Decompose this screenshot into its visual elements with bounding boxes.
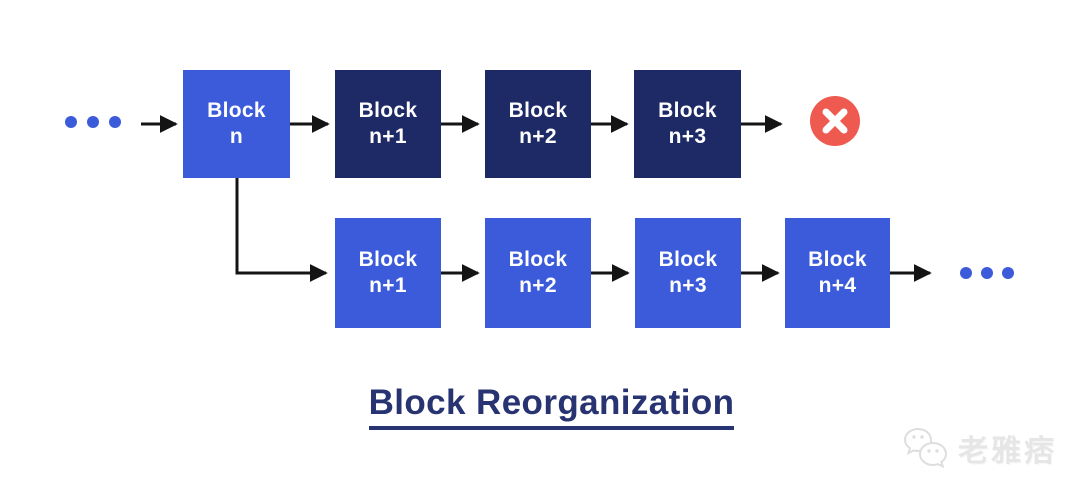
rejected-x-circle-icon <box>810 96 860 146</box>
block-label: n+2 <box>519 274 557 297</box>
top-block-n1: Block n+1 <box>335 70 441 178</box>
block-label: Block <box>658 98 717 122</box>
block-label: n+1 <box>369 274 407 297</box>
ellipsis-right-icon <box>960 267 1014 279</box>
top-block-n3: Block n+3 <box>634 70 741 178</box>
top-block-n: Block n <box>183 70 290 178</box>
ellipsis-left-icon <box>65 116 121 128</box>
bottom-block-n3: Block n+3 <box>635 218 741 328</box>
diagram-title-text: Block Reorganization <box>368 383 735 430</box>
block-label: Block <box>508 98 568 122</box>
top-block-n2: Block n+2 <box>485 70 591 178</box>
fork-branch-line <box>235 178 328 282</box>
watermark-text: 老雅痞 <box>958 434 1057 469</box>
block-label: Block <box>808 247 867 271</box>
block-label: n+2 <box>519 125 557 148</box>
diagram-title: Block Reorganization <box>0 383 1080 430</box>
block-label: Block <box>358 247 418 271</box>
bottom-block-n4: Block n+4 <box>785 218 890 328</box>
bottom-block-n1: Block n+1 <box>335 218 441 328</box>
watermark: 老雅痞 <box>900 424 1057 472</box>
block-label: Block <box>207 98 266 122</box>
block-label: Block <box>358 98 418 122</box>
block-label: n+1 <box>369 125 407 148</box>
bottom-block-n2: Block n+2 <box>485 218 591 328</box>
block-label: n+4 <box>818 274 857 297</box>
block-label: n+3 <box>668 125 707 148</box>
wechat-bubbles-logo-icon <box>903 427 948 469</box>
block-label: n <box>229 125 244 148</box>
block-label: Block <box>508 247 568 271</box>
block-label: Block <box>658 247 718 271</box>
block-label: n+3 <box>669 274 707 297</box>
